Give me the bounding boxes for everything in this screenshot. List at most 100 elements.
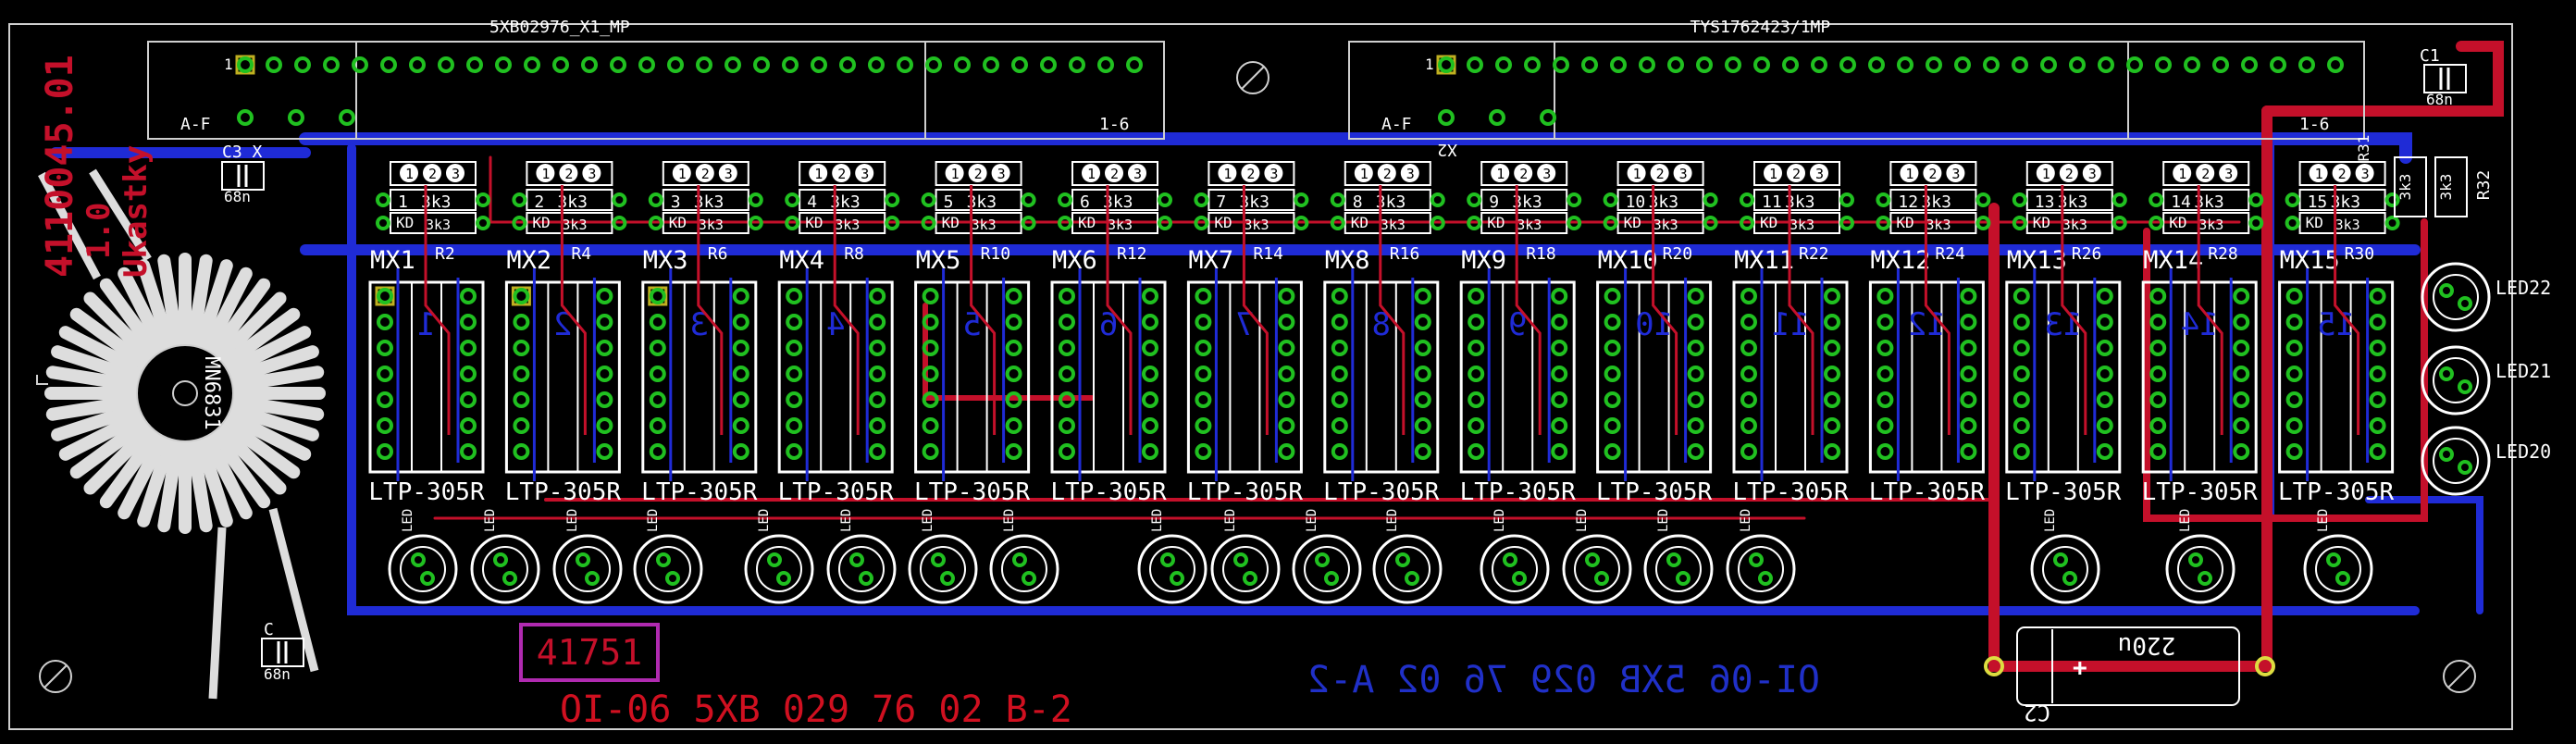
pad	[2096, 314, 2113, 330]
pad	[596, 366, 613, 382]
pad	[748, 192, 763, 207]
module-trace-bottom	[2033, 268, 2097, 481]
transistor-pin-number: 1	[2315, 166, 2323, 182]
module-digit: 8	[1372, 306, 1391, 343]
pad	[931, 552, 946, 567]
led-matrix-divider	[1093, 282, 1124, 472]
toroid-winding	[202, 267, 253, 354]
pad	[476, 192, 490, 207]
toroid-winding	[137, 435, 176, 527]
led-lens	[1001, 546, 1047, 592]
pad	[460, 340, 477, 356]
pad	[1005, 288, 1022, 304]
pad	[921, 192, 936, 207]
mx-label: MX4	[779, 246, 824, 275]
transistor-pin-number: 2	[2338, 166, 2347, 182]
pad	[649, 417, 666, 434]
transistor-pin-number: 1	[814, 166, 823, 182]
pad	[1639, 56, 1655, 73]
connector-pin-one: 1	[1425, 56, 1434, 73]
pad	[1604, 443, 1621, 460]
module-trace-bottom	[1487, 268, 1551, 481]
transistor-pin-number: 1	[1496, 166, 1505, 182]
mx-label: MX15	[2280, 246, 2340, 275]
stamp-box	[519, 623, 660, 682]
led-label: LED	[757, 509, 772, 532]
pad	[869, 340, 886, 356]
pad	[785, 192, 800, 207]
pad	[1097, 56, 1114, 73]
module-trace-top	[1106, 185, 1133, 435]
pad	[1551, 443, 1568, 460]
pad	[2285, 443, 2303, 460]
resistor-ref: R22	[1799, 244, 1829, 264]
toroid-winding	[45, 394, 142, 421]
bottom-top-layer-text: OI-06 5XB 029 76 02 B-2	[560, 688, 1072, 731]
row-led-19: LED	[2303, 509, 2373, 604]
pad	[2241, 56, 2258, 73]
pad	[665, 571, 680, 586]
pad	[732, 288, 749, 304]
transistor-pin	[2036, 164, 2055, 182]
pad	[1960, 288, 1977, 304]
c1-label: C1	[2420, 46, 2440, 66]
pad	[1551, 288, 1568, 304]
pad	[1040, 56, 1057, 73]
pad	[724, 56, 741, 73]
pad	[2149, 366, 2167, 382]
c4-label: C	[264, 620, 274, 639]
toroid-inductor: MN6831	[36, 168, 326, 700]
pad	[409, 56, 426, 73]
pad	[1005, 366, 1022, 382]
transistor-pin	[1105, 164, 1123, 182]
led-label: LED	[565, 509, 580, 532]
pad	[1021, 216, 1036, 230]
pad	[2233, 443, 2250, 460]
module-trace-top	[833, 185, 860, 435]
pad	[1667, 56, 1684, 73]
module-digit: 12	[1908, 306, 1946, 343]
led-label: LED	[646, 509, 661, 532]
transistor-pin-number: 3	[2224, 166, 2233, 182]
pad	[466, 56, 483, 73]
pad	[1467, 216, 1482, 230]
led-label: LED	[1385, 509, 1400, 532]
transistor-outline	[662, 161, 749, 186]
transistor-pin	[1514, 164, 1533, 182]
led-body	[1562, 534, 1632, 604]
led-body	[1643, 534, 1714, 604]
module-trace-bottom	[669, 268, 733, 481]
led-label: LED	[1656, 509, 1671, 532]
pad	[1233, 552, 1248, 567]
pad	[869, 288, 886, 304]
transistor-pin	[968, 164, 987, 182]
module-digit: 10	[1635, 306, 1673, 343]
pad	[2012, 56, 2028, 73]
pad	[2040, 56, 2057, 73]
transistor-outline	[1616, 161, 1704, 186]
connector-left-label: A-F	[1381, 115, 1412, 134]
pad	[2112, 216, 2127, 230]
pad	[1059, 314, 1075, 330]
led-lens	[2177, 546, 2223, 592]
module-trace-bottom	[1078, 268, 1142, 481]
pad	[576, 552, 590, 567]
row-led-5: LED	[744, 509, 814, 604]
resistor-ref: R4	[571, 244, 591, 264]
pad	[1782, 56, 1799, 73]
resistor-value: 3k3	[967, 192, 997, 212]
row-led-4: LED	[633, 509, 703, 604]
toroid-winding	[224, 326, 312, 377]
pad	[1740, 314, 1757, 330]
pad	[1551, 314, 1568, 330]
pad	[1581, 56, 1598, 73]
row-led-16: LED	[1726, 509, 1796, 604]
c1-value: 68n	[2426, 91, 2453, 108]
r31-label: R31	[2355, 135, 2372, 162]
toroid-winding	[83, 291, 156, 365]
pad	[1524, 56, 1541, 73]
pad	[1876, 391, 1894, 408]
row-led-1: LED	[388, 509, 458, 604]
pad	[1142, 391, 1158, 408]
